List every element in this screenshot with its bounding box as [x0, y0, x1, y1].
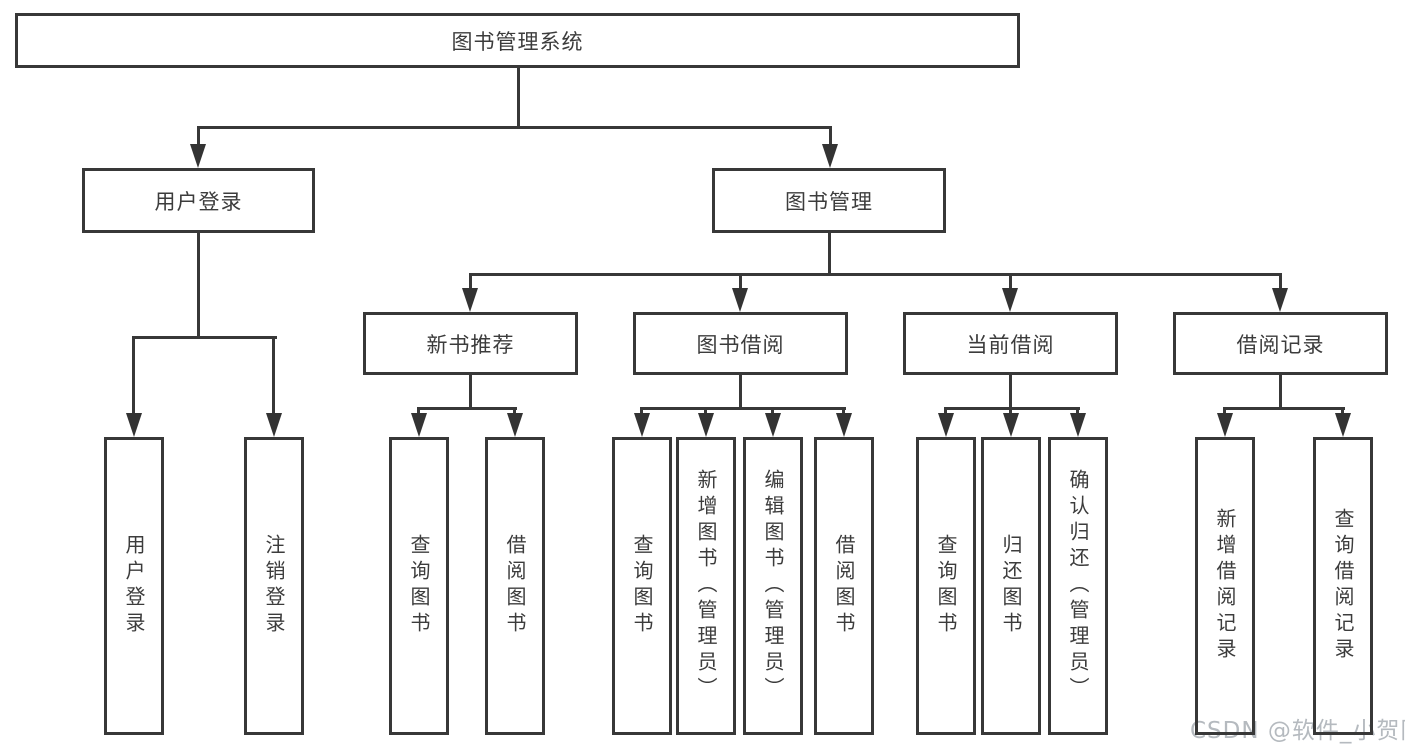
arrow-down-icon: [190, 144, 206, 168]
leaf-label: 确认归还（管理员）: [1066, 469, 1090, 703]
leaf-add-borrow-record: 新增借阅记录: [1195, 437, 1255, 735]
arrow-down-icon: [698, 413, 714, 437]
arrow-down-icon: [732, 288, 748, 312]
node-label: 新书推荐: [426, 332, 515, 357]
arrow-down-icon: [1003, 413, 1019, 437]
node-book-borrow: 图书借阅: [633, 312, 848, 375]
connector-stem: [1009, 276, 1012, 290]
connector-stem: [829, 129, 832, 148]
connector-stem: [1009, 375, 1012, 410]
arrow-down-icon: [822, 144, 838, 168]
connector-branch: [640, 407, 846, 410]
connector-branch: [417, 407, 517, 410]
leaf-query-borrow-record: 查询借阅记录: [1313, 437, 1373, 735]
connector-stem: [469, 375, 472, 410]
connector-stem: [739, 276, 742, 290]
leaf-return-books: 归还图书: [981, 437, 1041, 735]
leaf-edit-books-admin: 编辑图书（管理员）: [743, 437, 803, 735]
arrow-down-icon: [836, 413, 852, 437]
leaf-borrow-books: 借阅图书: [814, 437, 874, 735]
connector-stem: [469, 276, 472, 290]
node-borrow-record: 借阅记录: [1173, 312, 1388, 375]
leaf-label: 查询图书: [630, 534, 654, 638]
node-label: 图书借阅: [696, 332, 785, 357]
connector-branch: [1223, 407, 1345, 410]
node-user-login: 用户登录: [82, 168, 315, 233]
connector-level2-branch: [197, 126, 832, 129]
connector-stem: [197, 129, 200, 148]
node-label: 当前借阅: [966, 332, 1055, 357]
connector-stem: [132, 339, 135, 415]
connector-stem: [739, 375, 742, 410]
arrow-down-icon: [634, 413, 650, 437]
leaf-label: 查询图书: [934, 534, 958, 638]
arrow-down-icon: [765, 413, 781, 437]
leaf-label: 新增借阅记录: [1213, 508, 1237, 664]
arrow-down-icon: [1335, 413, 1351, 437]
connector-stem: [272, 339, 275, 415]
node-new-book-recommend: 新书推荐: [363, 312, 578, 375]
arrow-down-icon: [266, 413, 282, 437]
arrow-down-icon: [507, 413, 523, 437]
leaf-label: 注销登录: [262, 534, 286, 638]
connector-branch: [944, 407, 1080, 410]
leaf-user-login: 用户登录: [104, 437, 164, 735]
node-label: 图书管理: [785, 189, 873, 214]
leaf-label: 查询图书: [407, 534, 431, 638]
connector-root-stem: [517, 68, 520, 129]
leaf-query-books-recommend: 查询图书: [389, 437, 449, 735]
arrow-down-icon: [462, 288, 478, 312]
leaf-query-books-current: 查询图书: [916, 437, 976, 735]
connector-level3-branch: [469, 273, 1282, 276]
leaf-logout: 注销登录: [244, 437, 304, 735]
node-root: 图书管理系统: [15, 13, 1020, 68]
arrow-down-icon: [1217, 413, 1233, 437]
leaf-add-books-admin: 新增图书（管理员）: [676, 437, 736, 735]
node-book-management: 图书管理: [712, 168, 946, 233]
arrow-down-icon: [1070, 413, 1086, 437]
arrow-down-icon: [1272, 288, 1288, 312]
csdn-watermark: CSDN @软件_小贺同学: [1190, 718, 1405, 744]
connector-stem: [197, 233, 200, 339]
leaf-query-books-borrow: 查询图书: [612, 437, 672, 735]
leaf-borrow-books-recommend: 借阅图书: [485, 437, 545, 735]
arrow-down-icon: [1002, 288, 1018, 312]
connector-stem: [1279, 375, 1282, 410]
leaf-confirm-return-admin: 确认归还（管理员）: [1048, 437, 1108, 735]
arrow-down-icon: [126, 413, 142, 437]
leaf-label: 用户登录: [122, 534, 146, 638]
leaf-label: 查询借阅记录: [1331, 508, 1355, 664]
node-root-label: 图书管理系统: [451, 29, 584, 54]
connector-branch: [132, 336, 277, 339]
leaf-label: 借阅图书: [503, 534, 527, 638]
leaf-label: 借阅图书: [832, 534, 856, 638]
node-label: 用户登录: [154, 189, 243, 214]
leaf-label: 归还图书: [999, 534, 1023, 638]
leaf-label: 新增图书（管理员）: [694, 469, 718, 703]
node-current-borrow: 当前借阅: [903, 312, 1118, 375]
arrow-down-icon: [411, 413, 427, 437]
connector-stem: [828, 233, 831, 276]
connector-stem: [1279, 276, 1282, 290]
arrow-down-icon: [938, 413, 954, 437]
leaf-label: 编辑图书（管理员）: [761, 469, 785, 703]
node-label: 借阅记录: [1236, 332, 1325, 357]
